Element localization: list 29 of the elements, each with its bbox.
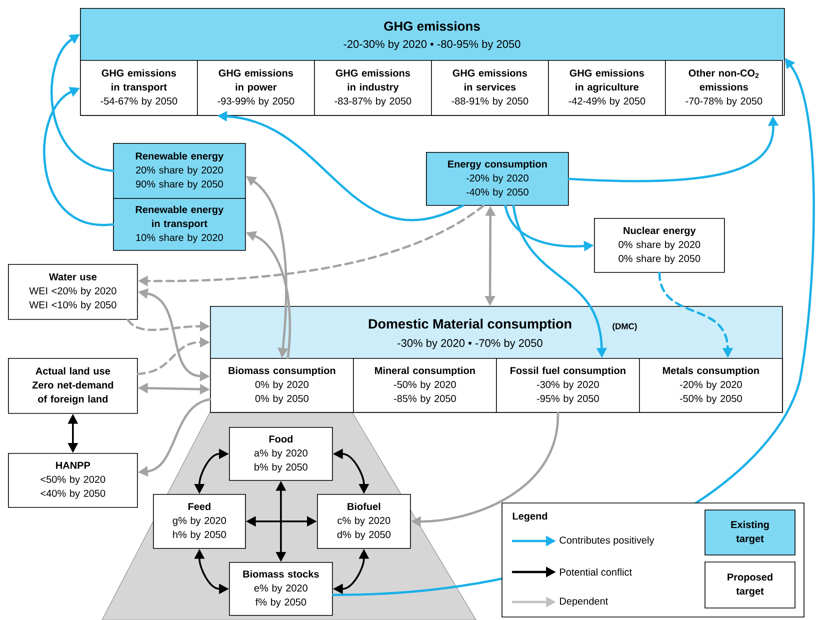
target-box: Biomass consumption 0% by 2020 0% by 2050	[210, 358, 354, 413]
target-box: Feed g% by 2020 h% by 2050	[153, 494, 246, 549]
target-box: Biofuel c% by 2020 d% by 2050	[317, 494, 411, 549]
legend-title: Legend	[512, 512, 548, 522]
target-box: Renewable energy in transport 10% share by 2020	[113, 198, 246, 251]
legend-label: Contributes positively	[560, 536, 654, 546]
target-box: GHG emissions in industry -83-87% by 2050	[314, 60, 432, 116]
target-box: GHG emissions in agriculture -42-49% by 2050	[548, 60, 666, 116]
arrow	[43, 87, 114, 226]
target-box: Energy consumption -20% by 2020 -40% by 2050	[426, 152, 569, 206]
target-box: Mineral consumption -50% by 2020 -85% by 2050	[353, 358, 497, 413]
arrow	[50, 34, 114, 172]
target-box: Nuclear energy 0% share by 2020 0% share by 2050	[594, 218, 725, 273]
legend-label: Potential conflict	[560, 568, 632, 576]
target-box: Other non-CO$_{2}$ emissions -70-78% by 2050	[665, 60, 783, 116]
target-box: HANPP <50% by 2020 <40% by 2050	[8, 453, 138, 508]
target-box: Biomass stocks e% by 2020 f% by 2050	[229, 562, 333, 616]
target-box: Metals consumption -20% by 2020 -50% by 2050	[639, 358, 783, 413]
target-box: Actual land use Zero net-demand of foreign land	[8, 358, 138, 414]
legend-label: Dependent	[560, 597, 608, 607]
target-box: Water use WEI <20% by 2020 WEI <10% by 2050	[8, 264, 138, 320]
legend-label: Proposed target	[728, 573, 772, 597]
target-box: GHG emissions in transport -54-67% by 2050	[80, 60, 198, 116]
target-box: GHG emissions in power -93-99% by 2050	[197, 60, 315, 116]
target-box: Renewable energy 20% share by 2020 90% share by 2050	[113, 143, 246, 199]
target-box: GHG emissions in services -88-91% by 2050	[431, 60, 549, 116]
target-box: Fossil fuel consumption -30% by 2020 -95% by 2050	[496, 358, 640, 413]
legend-label: Existing target	[731, 520, 769, 544]
target-box: Food a% by 2020 b% by 2050	[229, 427, 333, 481]
